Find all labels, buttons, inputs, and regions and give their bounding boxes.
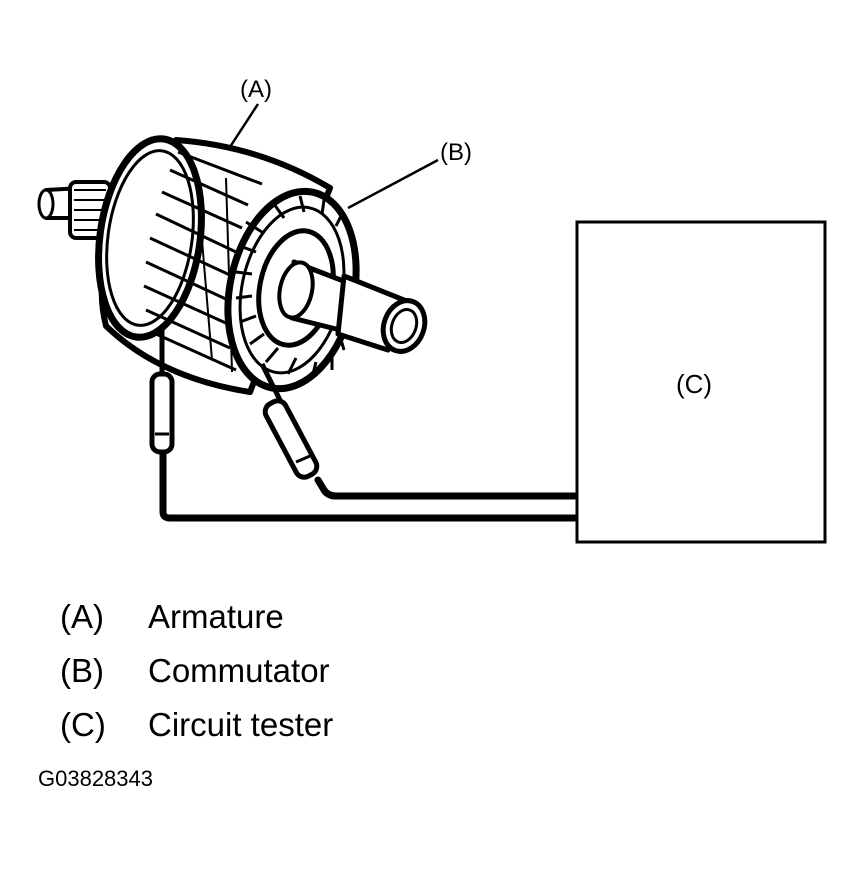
armature bbox=[37, 135, 428, 395]
callout-a: (A) bbox=[240, 76, 272, 103]
figure-code: G03828343 bbox=[38, 766, 153, 791]
legend-label: Armature bbox=[148, 598, 284, 635]
callout-c: (C) bbox=[676, 369, 712, 399]
legend-key: (C) bbox=[60, 706, 106, 743]
right-shaft bbox=[277, 259, 428, 354]
tester-probe-left bbox=[149, 328, 175, 455]
tester-lead-wires bbox=[159, 448, 581, 522]
callout-leaders bbox=[226, 103, 439, 210]
legend-label: Commutator bbox=[148, 652, 330, 689]
circuit-tester-box bbox=[575, 220, 827, 544]
armature-core-slots bbox=[143, 150, 263, 373]
callout-b: (B) bbox=[440, 139, 472, 166]
legend-key: (B) bbox=[60, 652, 104, 689]
legend-label: Circuit tester bbox=[148, 706, 334, 743]
tester-probe-right bbox=[259, 362, 320, 480]
legend-key: (A) bbox=[60, 598, 104, 635]
